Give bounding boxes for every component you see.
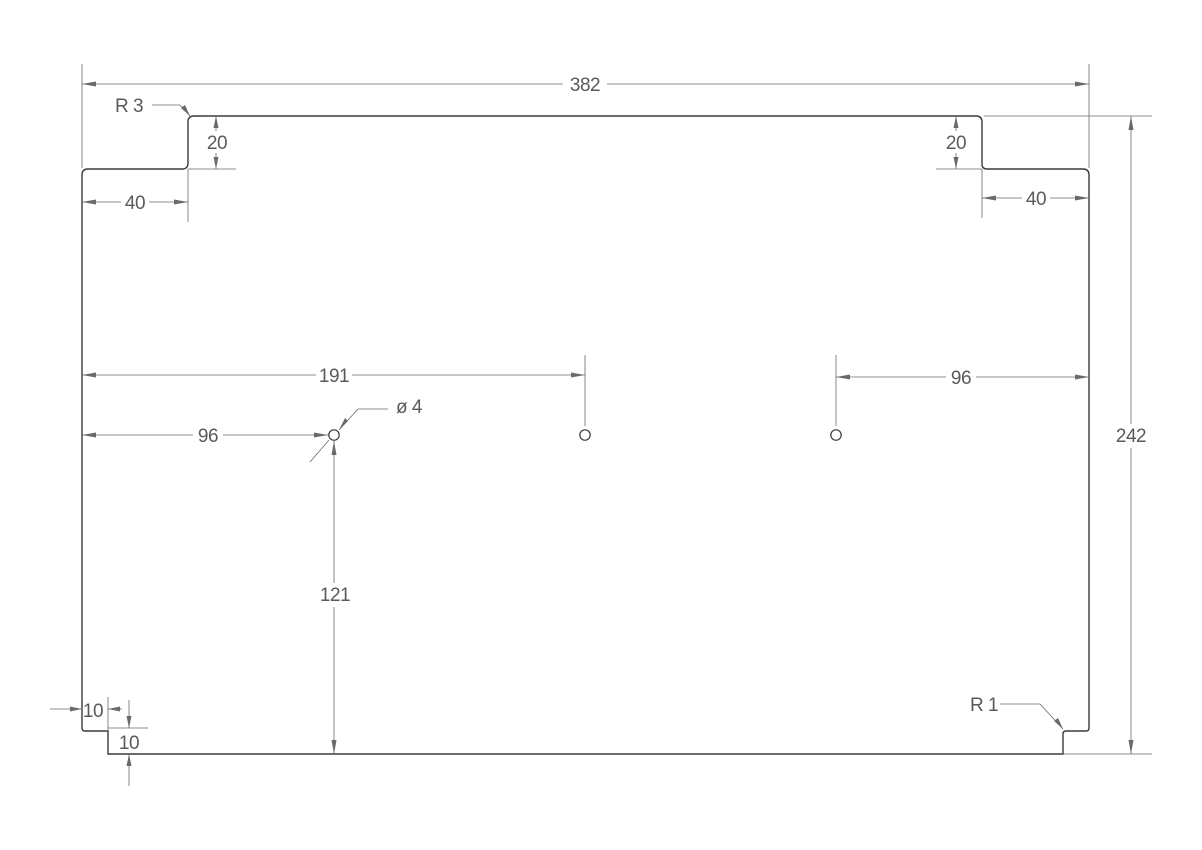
dim-tab-width-right: 40 (981, 169, 1089, 218)
dim-center-hole-distance: 191 (82, 355, 586, 426)
dim-overall-width-text: 382 (570, 75, 600, 96)
dim-tab-width-right-text: 40 (1026, 189, 1046, 210)
dim-radius-top-left: R 3 (115, 96, 191, 117)
hole-center (579, 429, 591, 441)
dim-overall-height: 242 (984, 115, 1152, 755)
dim-center-hole-text: 191 (319, 366, 349, 387)
dim-hole-height: 121 (318, 441, 352, 754)
dim-left-hole-distance: 96 (82, 424, 328, 447)
dim-tab-width-left: 40 (82, 169, 189, 222)
dim-tab-height-right: 20 (936, 116, 982, 170)
dim-hole-height-text: 121 (320, 585, 350, 606)
dim-tab-width-left-text: 40 (125, 193, 145, 214)
dim-right-hole-distance: 96 (835, 355, 1089, 426)
dim-notch-width: 10 (50, 697, 122, 731)
dim-tab-height-right-text: 20 (946, 133, 966, 154)
dim-left-hole-text: 96 (198, 426, 218, 447)
dim-tab-height-left-text: 20 (207, 133, 227, 154)
dim-radius-top-text: R 3 (115, 96, 143, 117)
dim-radius-bottom-text: R 1 (970, 695, 998, 716)
hole-left (328, 429, 340, 441)
dim-notch-height: 10 (108, 700, 148, 786)
dim-overall-height-text: 242 (1116, 426, 1146, 447)
dim-hole-diameter: ø 4 (309, 397, 423, 463)
dim-hole-diameter-text: ø 4 (396, 397, 423, 418)
dim-radius-bottom-right: R 1 (970, 695, 1064, 730)
part-outline (81, 115, 1090, 755)
dim-notch-height-text: 10 (119, 733, 139, 754)
dim-notch-width-text: 10 (83, 701, 103, 722)
hole-right (830, 429, 842, 441)
dim-tab-height-left: 20 (188, 116, 236, 170)
dim-right-hole-text: 96 (951, 368, 971, 389)
dim-overall-width: 382 (81, 64, 1090, 168)
